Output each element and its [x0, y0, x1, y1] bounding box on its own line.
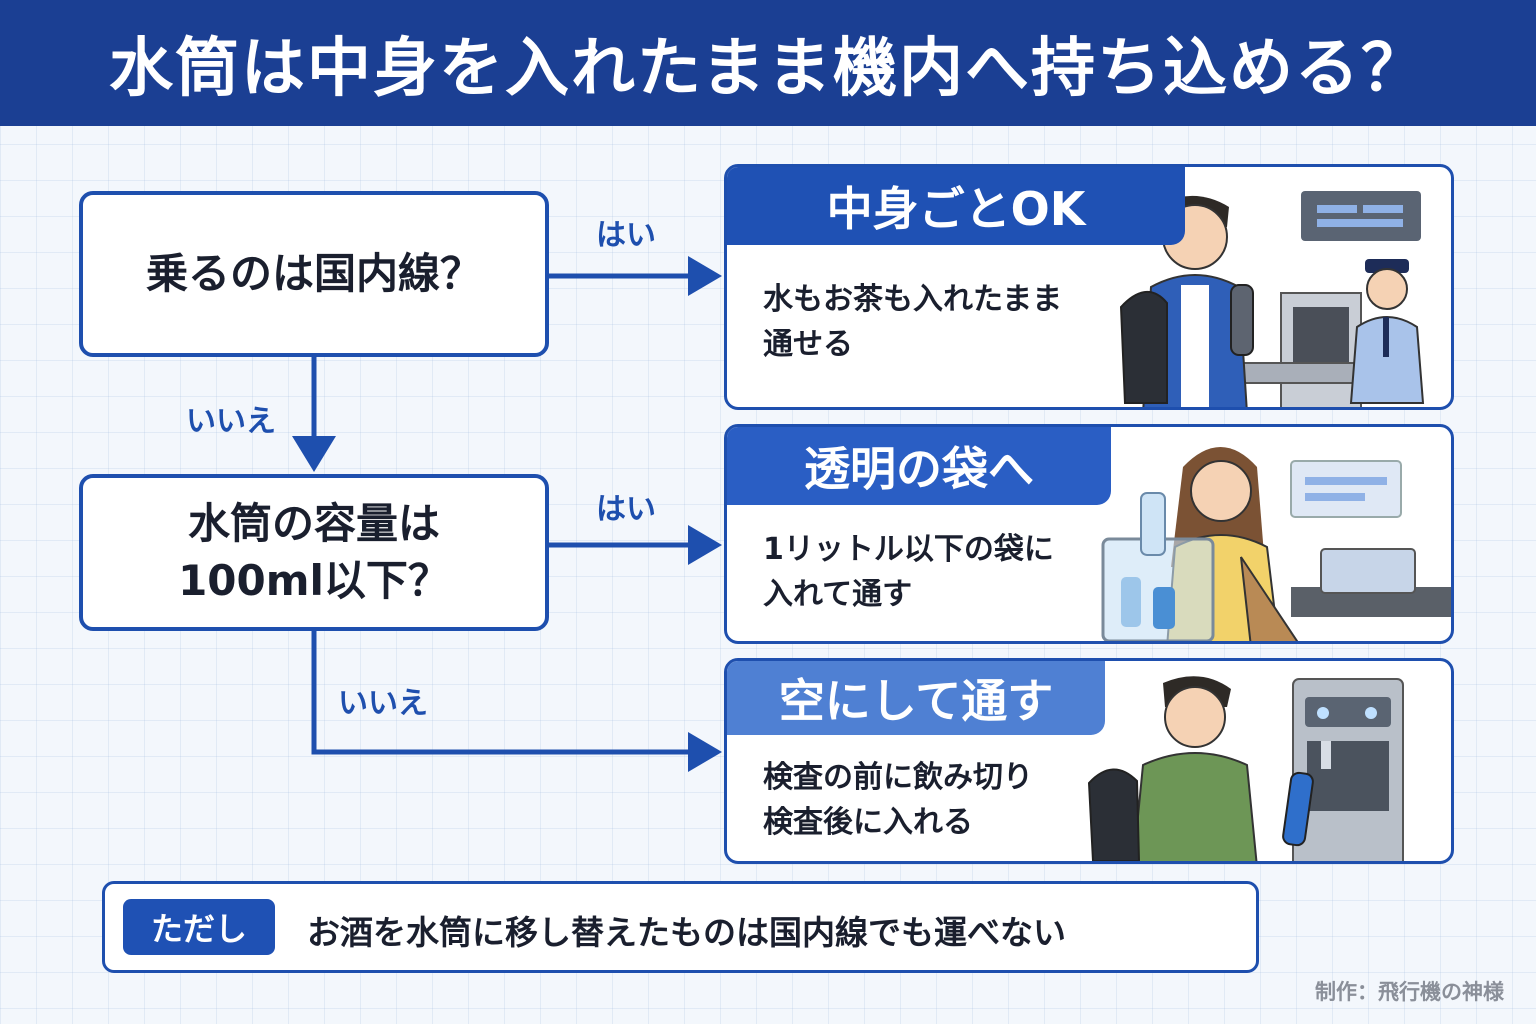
- result-card-ok: 中身ごとOK 水もお茶も入れたまま 通せる: [724, 164, 1454, 410]
- result-2-line-2: 入れて通す: [763, 577, 913, 612]
- question-bottle-capacity: 水筒の容量は 100ml以下？: [79, 474, 549, 631]
- result-2-line-1: 1リットル以下の袋に: [763, 532, 1054, 567]
- xray-scanner-icon: [1240, 292, 1382, 407]
- label-no-2: いいえ: [338, 686, 428, 721]
- label-no-1: いいえ: [186, 404, 276, 439]
- arrowhead-q2-no: [688, 732, 722, 772]
- question-2-line-1: 水筒の容量は: [187, 498, 440, 548]
- result-1-line-2: 通せる: [763, 327, 853, 362]
- caution-note: ただし お酒を水筒に移し替えたものは国内線でも運べない: [102, 881, 1259, 973]
- caution-text: お酒を水筒に移し替えたものは国内線でも運べない: [307, 913, 1066, 952]
- title-banner: 水筒は中身を入れたまま機内へ持ち込める？: [0, 0, 1536, 126]
- arrowhead-q2-yes: [688, 525, 722, 565]
- clear-bag-illustration: [1101, 447, 1451, 641]
- clear-bag-icon: [1101, 492, 1215, 641]
- caution-badge: ただし: [123, 899, 275, 955]
- question-1-text: 乗るのは国内線？: [145, 248, 482, 298]
- water-fountain-illustration: [1087, 676, 1404, 861]
- result-3-heading: 空にして通す: [727, 661, 1105, 735]
- result-3-body: 検査の前に飲み切り 検査後に入れる: [763, 755, 1033, 845]
- credit-text: 制作：飛行機の神様: [1315, 980, 1504, 1004]
- result-1-body: 水もお茶も入れたまま 通せる: [763, 277, 1062, 367]
- security-guard-icon: [1349, 259, 1425, 404]
- result-1-heading: 中身ごとOK: [727, 167, 1185, 245]
- question-domestic-flight: 乗るのは国内線？: [79, 191, 549, 357]
- arrowhead-q1-no: [292, 436, 336, 472]
- arrowhead-q1-yes: [688, 256, 722, 296]
- result-card-empty: 空にして通す 検査の前に飲み切り 検査後に入れる: [724, 658, 1454, 864]
- question-2-line-2: 100ml以下？: [178, 555, 450, 605]
- water-fountain-icon: [1292, 678, 1404, 861]
- result-2-body: 1リットル以下の袋に 入れて通す: [763, 527, 1054, 617]
- page-title: 水筒は中身を入れたまま機内へ持ち込める？: [108, 32, 1428, 106]
- result-3-line-1: 検査の前に飲み切り: [763, 760, 1033, 795]
- result-1-line-1: 水もお茶も入れたまま: [763, 282, 1063, 317]
- label-yes-1: はい: [596, 218, 656, 253]
- label-yes-2: はい: [596, 492, 656, 527]
- result-2-heading: 透明の袋へ: [727, 427, 1111, 505]
- result-3-line-2: 検査後に入れる: [763, 805, 973, 840]
- man-icon: [1087, 676, 1314, 861]
- traveler-security-illustration: [1119, 191, 1425, 407]
- result-card-clear-bag: 透明の袋へ 1リットル以下の袋に 入れて通す: [724, 424, 1454, 644]
- arrow-q2-no: [311, 631, 692, 755]
